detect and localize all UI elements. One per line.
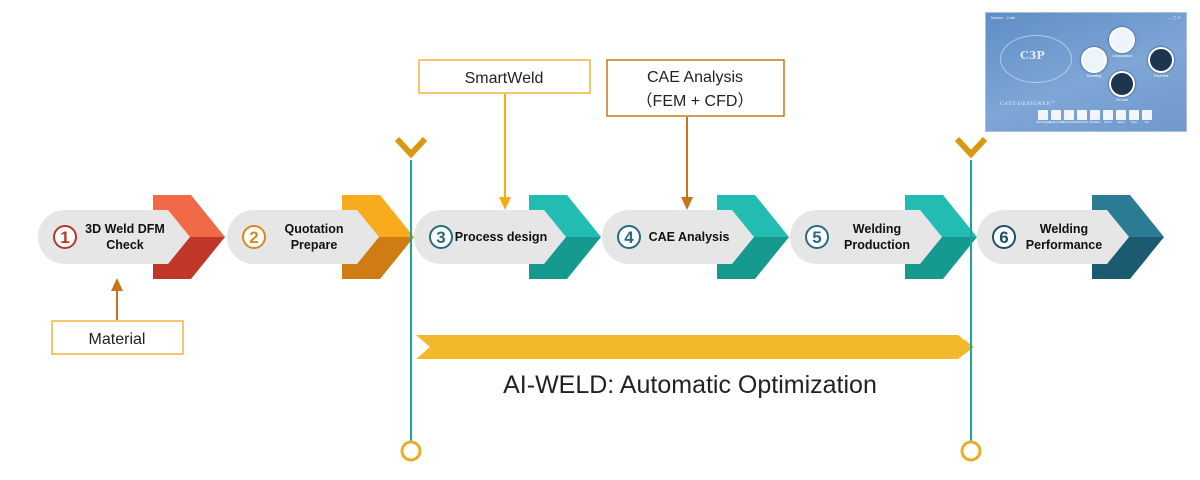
step-1-pill — [38, 210, 190, 264]
start-marker — [394, 136, 428, 462]
step-1-label-line-2: Check — [106, 238, 144, 252]
step-4-number-badge — [617, 225, 641, 249]
app-tool-label: Model Folder — [1062, 121, 1076, 124]
step-3: 3 Process design — [414, 195, 601, 279]
app-tool-1-icon: Flow Designer — [1036, 110, 1051, 124]
app-tool-label: Report — [1104, 121, 1112, 124]
app-tool-3-icon: Model Folder — [1062, 110, 1076, 124]
material-label: Material — [89, 331, 146, 348]
step-4: 4 CAE Analysis — [602, 195, 789, 279]
eye-icon — [1148, 47, 1174, 73]
step-2-number-badge — [242, 225, 266, 249]
app-window-controls: — ▢ ✕ — [1167, 15, 1181, 20]
software-screenshot: Master - Cafe — ▢ ✕ C3P CAST-DESIGNER™ M… — [986, 13, 1186, 131]
step-2-pill — [227, 210, 379, 264]
step-3-pill — [414, 210, 566, 264]
end-marker — [954, 136, 988, 462]
app-tool-label: Welder — [1117, 121, 1125, 124]
app-tool-9-icon: Exit — [1142, 110, 1152, 124]
step-3-number-badge — [429, 225, 453, 249]
step-5-pill — [790, 210, 942, 264]
app-tool-8-icon: Setup — [1129, 110, 1139, 124]
app-tool-2-icon: Viewing CAD — [1049, 110, 1063, 124]
step-4-pill — [602, 210, 754, 264]
end-chevron-icon — [954, 136, 988, 159]
app-tool-4-icon: Data Show — [1076, 110, 1088, 124]
step-3-number: 3 — [436, 228, 445, 247]
cae-arrowhead-icon — [681, 197, 693, 210]
start-chevron-icon — [394, 136, 428, 159]
step-6-label-line-1: Welding — [1040, 222, 1088, 236]
app-tool-7-icon: Welder — [1116, 110, 1126, 124]
brain-icon — [1109, 71, 1135, 97]
step-5-label-line-1: Welding — [853, 222, 901, 236]
cae-callout-title: CAE Analysis — [647, 69, 743, 86]
cae-callout-subtitle: （FEM + CFD） — [637, 92, 754, 110]
app-logo-text: C3P — [1020, 49, 1045, 62]
step-4-number: 4 — [624, 228, 634, 247]
step-1-label-line-1: 3D Weld DFM — [85, 222, 165, 236]
step-6-pill — [977, 210, 1129, 264]
smartweld-arrowhead-icon — [499, 197, 511, 210]
material-callout: Material — [51, 278, 184, 355]
app-tool-label: Simulation — [1089, 121, 1101, 124]
step-1: 1 3D Weld DFM Check — [38, 195, 225, 279]
brain-logo-icon — [1000, 35, 1072, 83]
step-2-number: 2 — [249, 228, 258, 247]
module-postview: PostView — [1141, 47, 1181, 78]
band-title: AI-WELD: Automatic Optimization — [503, 371, 877, 399]
step-1-number: 1 — [60, 228, 69, 247]
material-arrowhead-icon — [111, 278, 123, 291]
app-product-name: CAST-DESIGNER™ — [1000, 101, 1057, 107]
step-6-label-line-2: Performance — [1026, 238, 1102, 252]
app-window-title: Master - Cafe — [991, 15, 1016, 20]
step-5-label-line-2: Production — [844, 238, 910, 252]
module-ai-cast: AI Cast — [1102, 71, 1142, 102]
smartweld-label: SmartWeld — [465, 70, 544, 87]
step-1-number-badge — [53, 225, 77, 249]
step-4-label-line-1: CAE Analysis — [649, 230, 730, 244]
step-2-label-line-1: Quotation — [284, 222, 343, 236]
app-tool-label: Setup — [1130, 121, 1138, 124]
step-5-number: 5 — [812, 228, 821, 247]
step-6-number-badge — [992, 225, 1016, 249]
app-tool-label: Exit — [1145, 121, 1149, 124]
step-6-number: 6 — [999, 228, 1008, 247]
start-circle-icon — [400, 440, 422, 462]
monitor-icon — [1081, 47, 1107, 73]
app-tool-5-icon: Simulation — [1089, 110, 1101, 124]
ai-weld-band — [416, 335, 974, 359]
module-modeling: Modeling — [1074, 47, 1114, 78]
step-3-label-line-1: Process design — [455, 230, 547, 244]
end-circle-icon — [960, 440, 982, 462]
cae-callout: CAE Analysis （FEM + CFD） — [606, 59, 785, 210]
module-computation: Computation — [1102, 27, 1142, 58]
smartweld-callout: SmartWeld — [418, 59, 591, 210]
app-tool-label: Flow Designer — [1036, 121, 1052, 124]
app-tool-label: Viewing CAD — [1049, 121, 1064, 124]
step-2-label-line-2: Prepare — [291, 238, 338, 252]
app-tool-label: Data Show — [1076, 121, 1088, 124]
target-icon — [1109, 27, 1135, 53]
step-5-number-badge — [805, 225, 829, 249]
app-tool-6-icon: Report — [1103, 110, 1113, 124]
